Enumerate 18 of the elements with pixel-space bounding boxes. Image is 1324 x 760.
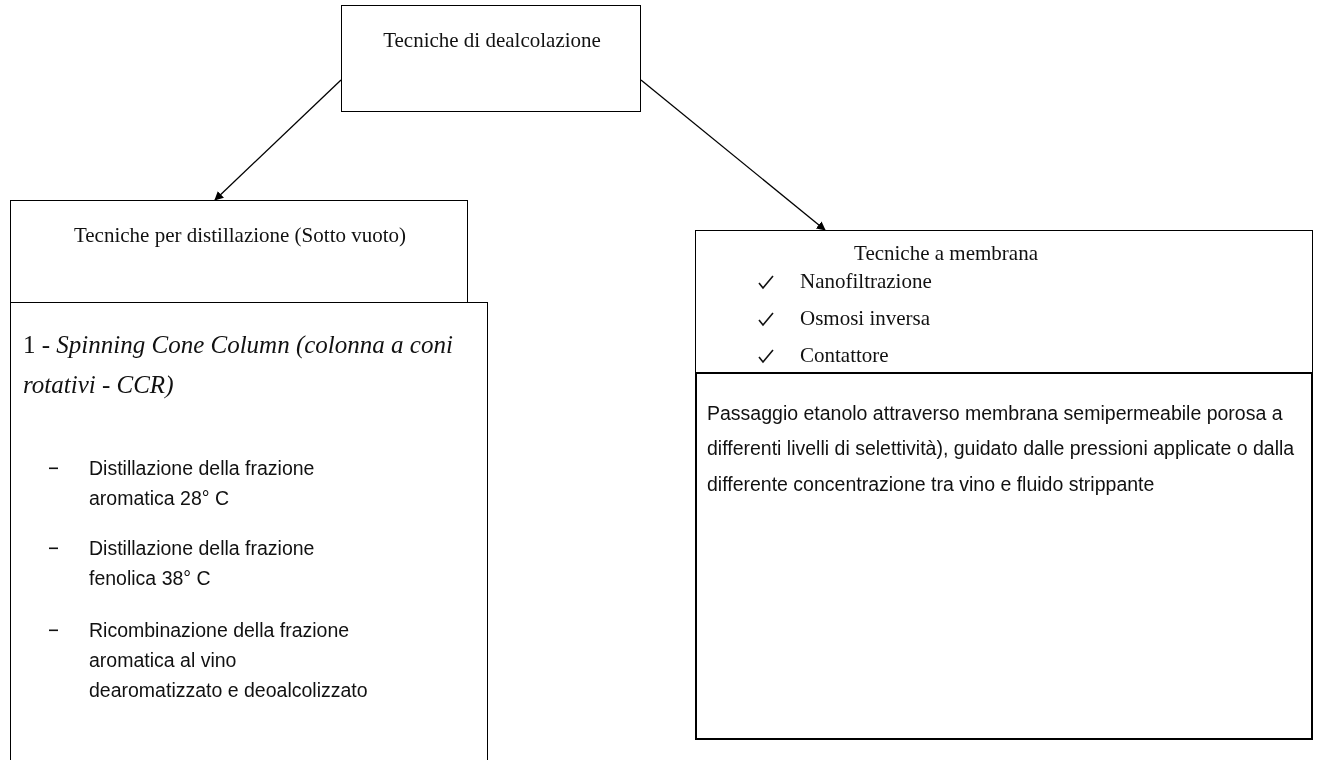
list-item: Contattore — [800, 343, 890, 368]
box-title: Tecniche a membrana — [853, 241, 1039, 266]
heading-text: 1 - Spinning Cone Column (colonna a coni rotativi - CCR) — [23, 330, 454, 401]
box-title: Tecniche di dealcolazione — [382, 27, 602, 54]
arrow — [640, 79, 826, 231]
arrow — [214, 79, 342, 201]
technique-box — [10, 200, 468, 303]
box-title: Tecniche per distillazione (Sotto vuoto) — [72, 222, 408, 249]
list-item: Ricombinazione della frazione aromatica al vino dearomatizzato e deoalcolizzato — [89, 618, 369, 704]
technique-box — [10, 302, 488, 760]
root-box — [341, 5, 641, 112]
list-item: Distillazione della frazione aromatica 28° C — [89, 456, 316, 512]
list-item: Distillazione della frazione fenolica 38° C — [89, 536, 316, 592]
list-item: Nanofiltrazione — [800, 269, 933, 294]
technique-box — [695, 372, 1313, 740]
list-item: Osmosi inversa — [800, 306, 932, 331]
technique-box — [695, 230, 1313, 373]
description-text: Passaggio etanolo attraverso membrana semipermeabile porosa a differenti livelli di selettività), guidato dalle pressioni applicate o dalla differente concentrazione tra vino e fluido strippante — [707, 401, 1296, 497]
